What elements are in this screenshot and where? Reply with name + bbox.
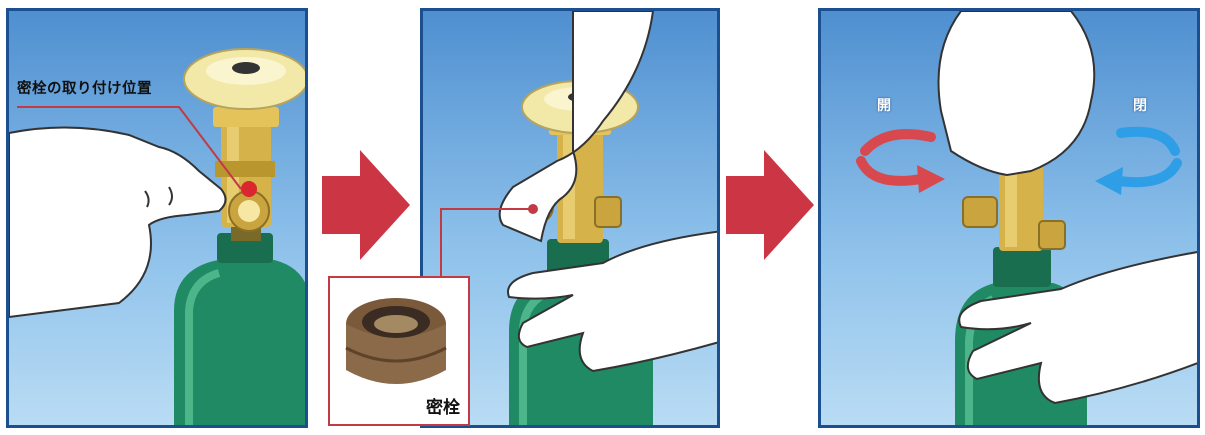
cap-label: 密栓 (426, 393, 460, 418)
cylinder-icon (174, 233, 308, 428)
cap-inset: 密栓 (328, 276, 470, 426)
open-label: 開 (877, 95, 891, 115)
hand-icon (939, 11, 1095, 175)
panel3-illustration (821, 11, 1200, 428)
panel1-illustration (9, 11, 308, 428)
cap-location-label: 密栓の取り付け位置 (17, 77, 152, 98)
next-step-arrow-icon (726, 150, 814, 260)
rotate-arrow-icon (1095, 132, 1177, 195)
rotate-arrow-icon (861, 134, 945, 193)
panel-cap-location: 密栓の取り付け位置 (6, 8, 308, 428)
panel-open-close-valve: 開 閉 (818, 8, 1200, 428)
next-step-arrow-icon (322, 150, 410, 260)
close-label: 閉 (1133, 95, 1147, 115)
